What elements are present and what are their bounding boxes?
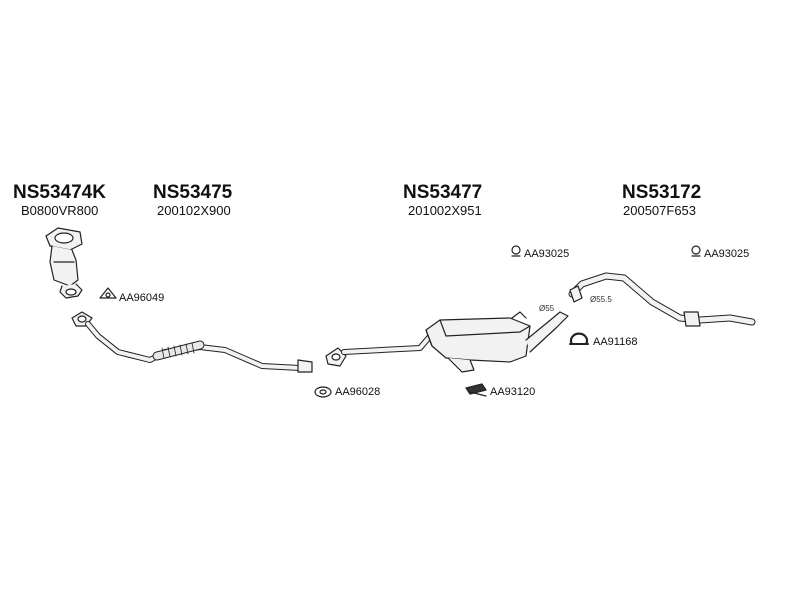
diameter-label: Ø55.5 <box>590 295 612 304</box>
catalytic-converter <box>45 227 83 299</box>
rubber-ring-mount-icon <box>511 245 521 257</box>
part-code-ns53474k: B0800VR800 <box>21 203 99 218</box>
accessory-code: AA93025 <box>524 248 570 260</box>
diameter-label: Ø55 <box>539 304 555 313</box>
part-number-ns53474k: NS53474K <box>13 182 106 203</box>
part-number-ns53477: NS53477 <box>403 182 483 203</box>
part-number-ns53172: NS53172 <box>622 182 702 203</box>
part-code-ns53475: 200102X900 <box>157 203 231 218</box>
part-number-ns53475: NS53475 <box>153 182 233 203</box>
gasket-triangle-icon <box>99 287 117 299</box>
clamp-icon <box>569 332 589 346</box>
front-pipe <box>71 311 313 373</box>
middle-silencer-pipe <box>325 311 569 373</box>
accessory-code: AA93120 <box>490 386 536 398</box>
accessory-code: AA91168 <box>593 336 638 348</box>
accessory-code: AA96049 <box>119 292 165 304</box>
part-code-ns53477: 201002X951 <box>408 203 482 218</box>
part-code-ns53172: 200507F653 <box>623 203 697 218</box>
accessory-code: AA96028 <box>335 386 381 398</box>
accessory-code: AA93025 <box>704 248 750 260</box>
gasket-oval-icon <box>314 386 332 398</box>
rubber-ring-mount-icon <box>691 245 701 257</box>
rubber-hanger-strip-icon <box>465 383 487 397</box>
rear-pipe <box>568 272 756 327</box>
